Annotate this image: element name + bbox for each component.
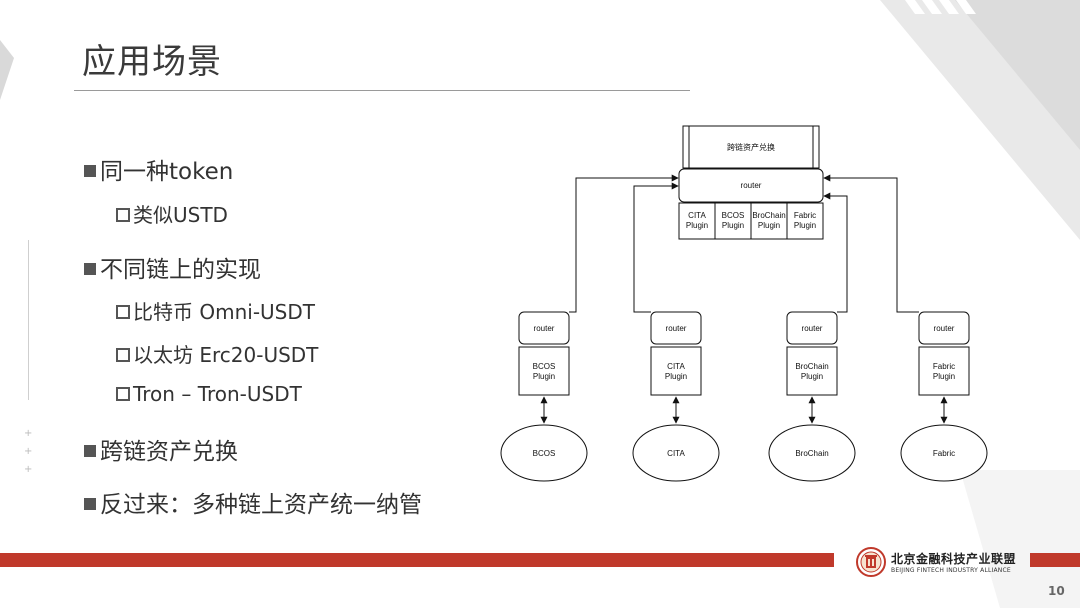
footer-accent-bar: [0, 553, 834, 567]
node-plugin-box: [650, 346, 702, 396]
bullet-item: 跨链资产兑换: [84, 432, 238, 466]
square-bullet-icon: [84, 444, 96, 457]
bullet-item: 同一种token: [84, 152, 233, 186]
hub-plugin-label: Fabric: [794, 211, 816, 220]
node-plugin-label: Fabric: [933, 362, 955, 371]
plus-icon: +: [24, 428, 33, 439]
sub-bullet-item: 类似USTD: [116, 199, 228, 228]
bullet-text: 以太坊 Erc20-USDT: [133, 343, 319, 367]
square-bullet-icon: [84, 262, 96, 275]
hollow-square-bullet-icon: [116, 347, 130, 362]
plus-icon: +: [24, 464, 33, 475]
hub-router-label: router: [741, 181, 762, 190]
node-plugin-label: BCOS: [533, 362, 556, 371]
connector-arrow: [823, 174, 919, 313]
chain-ellipse: [900, 424, 988, 482]
hub-plugin-label: Plugin: [794, 221, 816, 230]
organization-name-english: BEIJING FINTECH INDUSTRY ALLIANCE: [891, 567, 1011, 574]
hub-title-box: [682, 125, 820, 169]
hub-plugin-label: Plugin: [758, 221, 780, 230]
chain-ellipse: [632, 424, 720, 482]
node-router-box: [518, 311, 570, 345]
sub-bullet-item: 比特币 Omni-USDT: [116, 296, 315, 325]
hub-plugin-label: Plugin: [722, 221, 744, 230]
hub-router-box: [678, 168, 824, 203]
bullet-text: 类似USTD: [133, 203, 228, 227]
left-divider: [28, 240, 29, 400]
chain-label: CITA: [667, 449, 685, 458]
hub-title-label: 跨链资产兑换: [727, 142, 775, 152]
title-underline: [74, 90, 690, 91]
chain-label: BroChain: [795, 449, 828, 458]
bullet-text: 反过来：多种链上资产统一纳管: [100, 492, 422, 518]
sub-bullet-item: Tron – Tron-USDT: [116, 382, 302, 406]
sub-bullet-item: 以太坊 Erc20-USDT: [116, 339, 318, 368]
alliance-logo-icon: [856, 547, 886, 577]
node-plugin-box: [918, 346, 970, 396]
node-plugin-label: Plugin: [533, 372, 555, 381]
bullet-item: 反过来：多种链上资产统一纳管: [84, 485, 422, 519]
node-router-box: [650, 311, 702, 345]
node-router-label: router: [934, 324, 955, 333]
node-plugin-label: Plugin: [665, 372, 687, 381]
hub-plugin-label: CITA: [688, 211, 706, 220]
connector-arrow: [823, 192, 848, 313]
page-number: 10: [1048, 584, 1065, 598]
connector-arrow: [569, 174, 679, 313]
hub-plugin-label: Plugin: [686, 221, 708, 230]
bullet-text: 同一种token: [100, 159, 234, 185]
plus-icon: +: [24, 446, 33, 457]
bullet-text: Tron – Tron-USDT: [133, 382, 302, 406]
node-plugin-label: CITA: [667, 362, 685, 371]
chain-ellipse: [500, 424, 588, 482]
node-router-box: [786, 311, 838, 345]
hub-plugin-cell: [714, 202, 752, 240]
bullet-item: 不同链上的实现: [84, 250, 261, 284]
node-plugin-box: [786, 346, 838, 396]
node-plugin-label: Plugin: [801, 372, 823, 381]
square-bullet-icon: [84, 164, 96, 177]
footer-accent-bar: [1030, 553, 1080, 567]
chain-label: Fabric: [933, 449, 955, 458]
node-router-box: [918, 311, 970, 345]
node-plugin-label: Plugin: [933, 372, 955, 381]
chain-ellipse: [768, 424, 856, 482]
bullet-text: 不同链上的实现: [100, 257, 261, 283]
square-bullet-icon: [84, 497, 96, 510]
chain-label: BCOS: [533, 449, 556, 458]
hub-plugin-label: BroChain: [752, 211, 785, 220]
hub-plugin-cell: [750, 202, 788, 240]
node-plugin-label: BroChain: [795, 362, 828, 371]
hollow-square-bullet-icon: [116, 207, 130, 222]
hub-plugin-cell: [786, 202, 824, 240]
hub-plugin-label: BCOS: [722, 211, 745, 220]
node-router-label: router: [534, 324, 555, 333]
bullet-text: 跨链资产兑换: [100, 439, 238, 465]
slide-title: 应用场景: [82, 42, 222, 82]
node-plugin-box: [518, 346, 570, 396]
bullet-text: 比特币 Omni-USDT: [133, 300, 315, 324]
connector-arrow: [633, 182, 679, 313]
organization-name: 北京金融科技产业联盟: [891, 552, 1017, 566]
hollow-square-bullet-icon: [116, 386, 130, 401]
node-router-label: router: [802, 324, 823, 333]
node-router-label: router: [666, 324, 687, 333]
hollow-square-bullet-icon: [116, 304, 130, 319]
